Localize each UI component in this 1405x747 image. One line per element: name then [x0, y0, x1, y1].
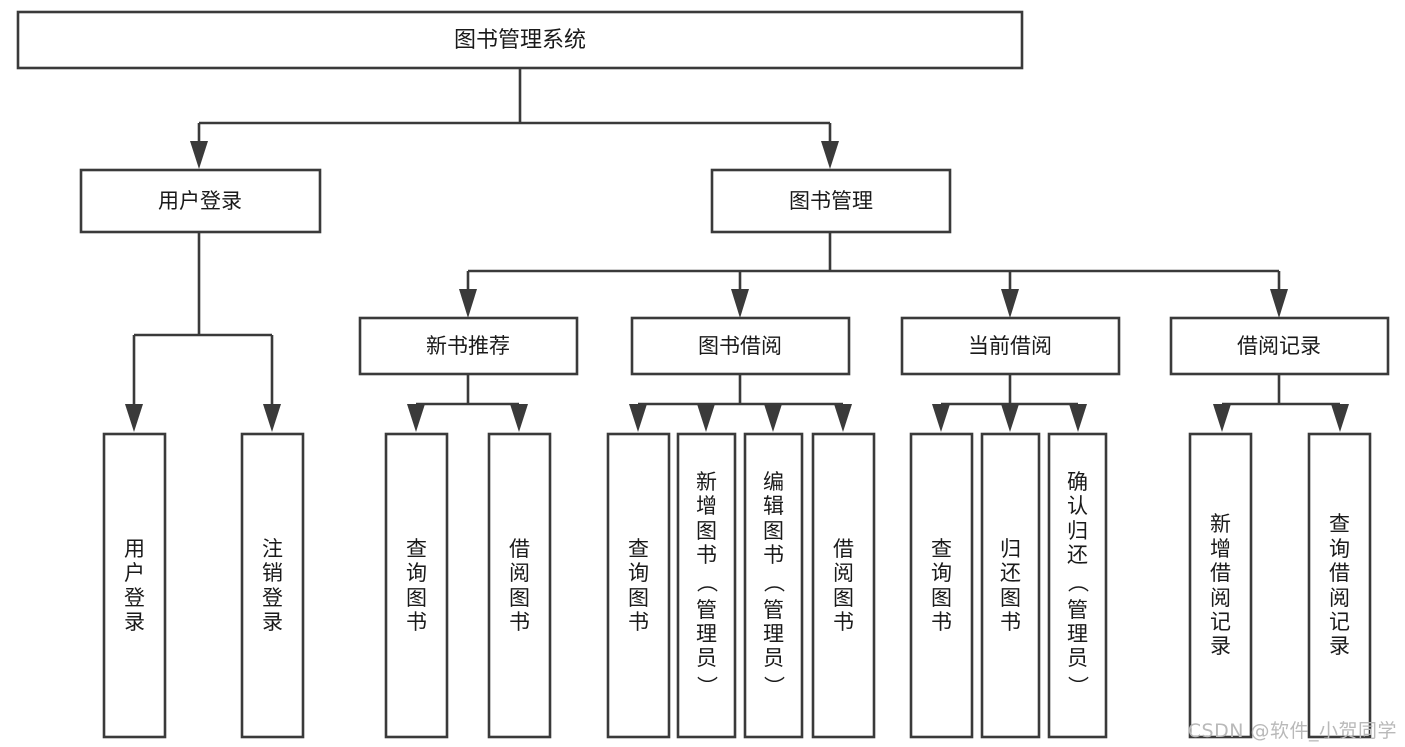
- node-root-label: 图书管理系统: [454, 28, 586, 53]
- node-leaf-confirm-return[interactable]: [1047, 432, 1108, 739]
- node-leaf-query-book-1[interactable]: [384, 432, 449, 739]
- arrow-head-icon: [1270, 289, 1288, 318]
- csdn-watermark: CSDN @软件_小贺同学: [1187, 720, 1397, 742]
- arrow-head-icon: [1001, 289, 1019, 318]
- arrow-head-icon: [459, 289, 477, 318]
- node-user-login-label: 用户登录: [158, 189, 242, 213]
- node-new-book-recommend-label: 新书推荐: [426, 334, 510, 358]
- arrow-head-icon: [697, 404, 715, 432]
- node-book-management[interactable]: [710, 168, 952, 234]
- node-book-management-label: 图书管理: [789, 189, 873, 213]
- arrow-head-icon: [510, 404, 528, 432]
- node-leaf-query-record[interactable]: [1307, 432, 1372, 739]
- node-new-book-recommend[interactable]: [358, 316, 579, 376]
- node-leaf-edit-book[interactable]: [743, 432, 804, 739]
- node-current-borrow[interactable]: [900, 316, 1121, 376]
- node-leaf-borrow-book-2[interactable]: [811, 432, 876, 739]
- node-leaf-user-login[interactable]: [102, 432, 167, 739]
- connector-layer: [125, 68, 1349, 432]
- node-book-borrow[interactable]: [630, 316, 851, 376]
- arrow-head-icon: [1069, 404, 1087, 432]
- arrow-head-icon: [125, 404, 143, 432]
- node-user-login[interactable]: [79, 168, 322, 234]
- arrow-head-icon: [1331, 404, 1349, 432]
- node-leaf-logout-login[interactable]: [240, 432, 305, 739]
- arrow-head-icon: [764, 404, 782, 432]
- arrow-head-icon: [1001, 404, 1019, 432]
- arrow-head-icon: [932, 404, 950, 432]
- arrow-head-icon: [821, 141, 839, 169]
- arrow-head-icon: [1213, 404, 1231, 432]
- arrow-head-icon: [834, 404, 852, 432]
- arrow-head-icon: [731, 289, 749, 318]
- node-leaf-borrow-book-1[interactable]: [487, 432, 552, 739]
- arrow-head-icon: [190, 141, 208, 169]
- node-leaf-query-book-2[interactable]: [606, 432, 671, 739]
- arrow-head-icon: [407, 404, 425, 432]
- node-borrow-record-label: 借阅记录: [1237, 334, 1321, 358]
- node-current-borrow-label: 当前借阅: [968, 334, 1052, 358]
- arrow-head-icon: [629, 404, 647, 432]
- node-leaf-return-book[interactable]: [980, 432, 1041, 739]
- node-leaf-query-book-3[interactable]: [909, 432, 974, 739]
- node-leaf-add-record[interactable]: [1188, 432, 1253, 739]
- arrow-head-icon: [263, 404, 281, 432]
- node-root[interactable]: [16, 10, 1024, 70]
- node-leaf-add-book[interactable]: [676, 432, 737, 739]
- node-layer: 图书管理系统 用户登录 图书管理 新书推荐 图书借阅 当前借阅 借阅记录: [16, 10, 1390, 739]
- node-book-borrow-label: 图书借阅: [698, 334, 782, 358]
- node-borrow-record[interactable]: [1169, 316, 1390, 376]
